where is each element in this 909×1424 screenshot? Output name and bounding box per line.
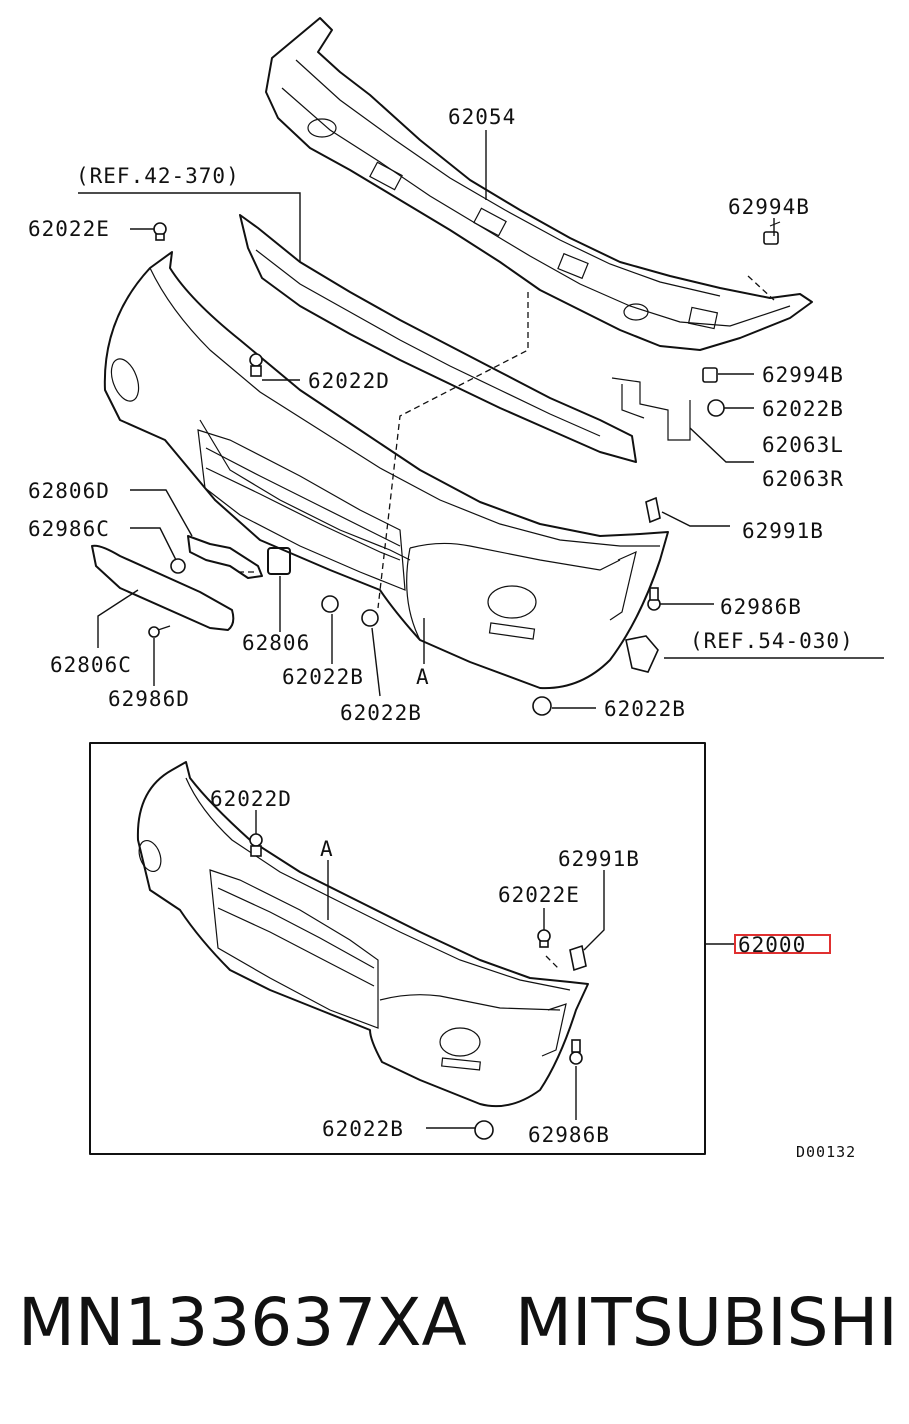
label-62806D: 62806D (28, 479, 110, 503)
upper-reinforcement-62054 (265, 17, 813, 351)
bracket-REF54-030 (625, 635, 659, 673)
leaders-top (78, 130, 884, 709)
label-62806C: 62806C (50, 653, 132, 677)
screw-62986B-top (647, 587, 661, 611)
fasteners-box (249, 833, 587, 1140)
label-62022B-4: 62022B (604, 697, 686, 721)
part-labels: 62054 (REF.42-370) 62022E 62994B 62022D … (28, 105, 856, 1161)
label-62022E-box: 62022E (498, 883, 580, 907)
nut-62022B-4 (532, 696, 552, 716)
clip-62022E-box (537, 929, 551, 948)
label-62022D-box: 62022D (210, 787, 292, 811)
leaders-box (255, 810, 734, 1129)
bolt-62994B-1 (763, 221, 781, 245)
label-62806: 62806 (242, 631, 310, 655)
clip-62022E-top (153, 222, 167, 241)
label-A-top: A (416, 665, 430, 689)
license-plate-bracket (91, 535, 291, 631)
hidden-lines (238, 275, 775, 971)
label-62022B-box: 62022B (322, 1117, 404, 1141)
label-62991B-top: 62991B (742, 519, 824, 543)
nut-62022B-2 (321, 595, 339, 613)
label-62986B-box: 62986B (528, 1123, 610, 1147)
label-62994B-2: 62994B (762, 363, 844, 387)
label-62022B-2: 62022B (282, 665, 364, 689)
bolt-62994B-2 (702, 367, 718, 383)
label-62994B-1: 62994B (728, 195, 810, 219)
clip-62022D-box (249, 833, 263, 857)
label-62022E-top: 62022E (28, 217, 110, 241)
screw-62986C (170, 558, 186, 574)
label-62063R: 62063R (762, 467, 844, 491)
clip-62022D-top (249, 353, 263, 377)
diagram-code: D00132 (796, 1143, 856, 1161)
brand-name: MITSUBISHI (515, 1284, 898, 1361)
footer: MN133637XA MITSUBISHI (0, 1268, 909, 1378)
nut-62022B-3 (361, 609, 379, 627)
clip-62991B-top (645, 496, 661, 524)
label-62986C: 62986C (28, 517, 110, 541)
highlight-62000 (734, 934, 831, 954)
clip-62991B-box (569, 944, 587, 972)
part-number: MN133637XA (18, 1284, 467, 1361)
label-62986D: 62986D (108, 687, 190, 711)
nut-62022B-box (474, 1120, 494, 1140)
label-62063L: 62063L (762, 433, 844, 457)
nut-62022B-1 (707, 399, 725, 417)
lower-reinforcement (239, 214, 691, 463)
label-62991B-box: 62991B (558, 847, 640, 871)
label-62022D-top: 62022D (308, 369, 390, 393)
label-62022B-1: 62022B (762, 397, 844, 421)
bumper-cover-top (103, 251, 669, 690)
label-62022B-3: 62022B (340, 701, 422, 725)
screw-62986D (148, 625, 171, 638)
assembly-box (89, 742, 706, 1155)
label-ref-54-030: (REF.54-030) (690, 629, 854, 653)
label-ref-42-370: (REF.42-370) (76, 164, 240, 188)
label-62986B-top: 62986B (720, 595, 802, 619)
bumper-assembly-62000 (136, 761, 589, 1108)
label-62000: 62000 (738, 933, 806, 957)
screw-62986B-box (569, 1039, 583, 1065)
label-62054: 62054 (448, 105, 516, 129)
label-A-box: A (320, 837, 334, 861)
